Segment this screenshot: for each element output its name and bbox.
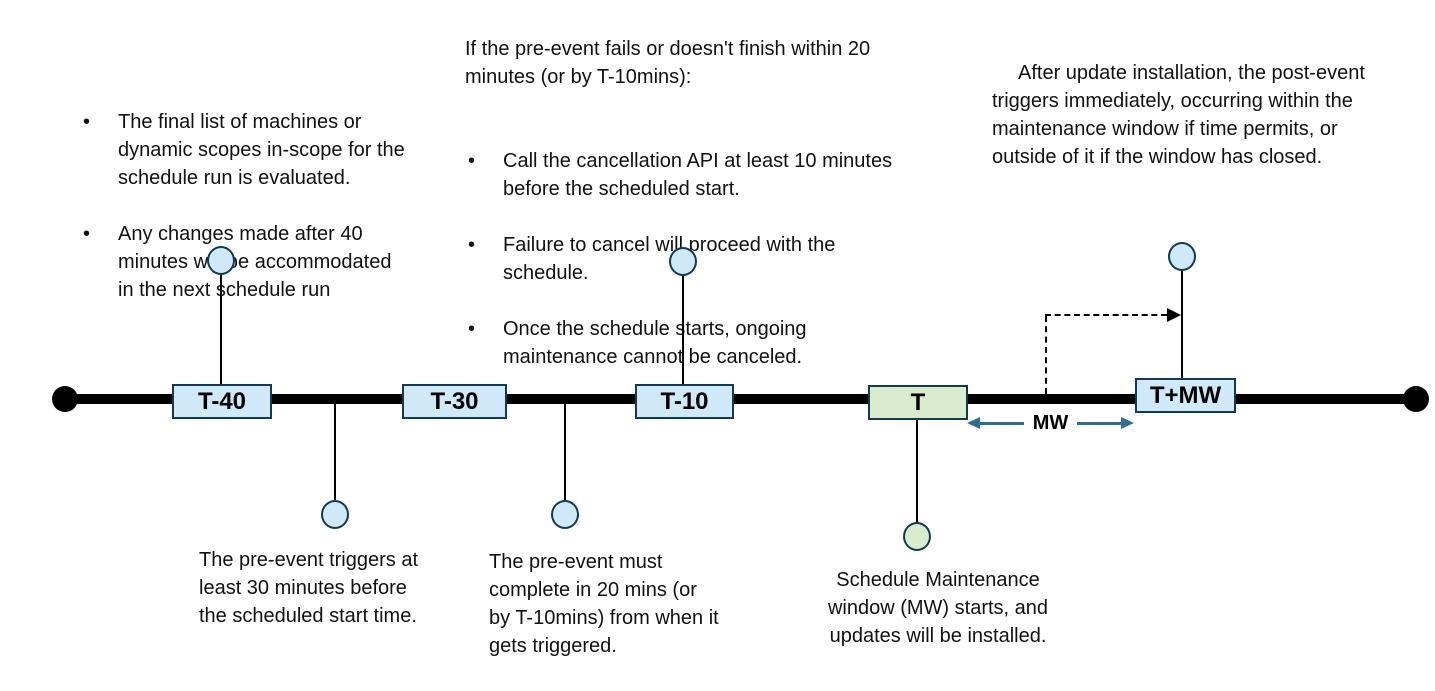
note-pre-event-complete: The pre-event must complete in 20 mins (… [489,551,719,657]
timeline-line [65,394,1417,404]
milestone-box-t: T [868,385,968,420]
bullet-item: Failure to cancel will proceed with the … [465,231,945,287]
dashed-arrow-horizontal-segment [1045,314,1167,316]
connector-above-t-plus-mw [1181,270,1183,378]
event-node-above-t-40 [207,246,235,275]
event-node-above-t-plus-mw [1168,242,1196,271]
bullet-item: Any changes made after 40 minutes will b… [80,220,420,304]
note-pre-event-trigger: The pre-event triggers at least 30 minut… [199,549,418,627]
note-post-event: After update installation, the post-even… [992,62,1365,168]
pre-event-failure-intro: If the pre-event fails or doesn't finish… [465,38,871,88]
connector-above-t-10 [682,275,684,384]
note-scope-evaluation: The final list of machines or dynamic sc… [80,52,420,360]
mw-arrow-segment [980,421,1024,425]
timeline-endpoint-right [1403,386,1429,412]
event-node-above-t-10 [669,247,697,276]
event-node-pre-event-trigger [321,500,349,529]
mw-span-arrow: MW [967,411,1135,435]
mw-arrowhead-left-icon [967,417,980,429]
connector-below-t [916,420,918,523]
bullet-item: Call the cancellation API at least 10 mi… [465,147,945,203]
event-node-pre-event-complete [551,500,579,529]
mw-arrowhead-right-icon [1121,417,1135,429]
dashed-arrowhead-icon [1167,308,1181,322]
bullet-item: The final list of machines or dynamic sc… [80,108,420,192]
note-pre-event-failure: If the pre-event fails or doesn't finish… [465,7,945,427]
milestone-box-t-40: T-40 [172,384,272,419]
milestone-box-t-30: T-30 [402,384,507,419]
milestone-box-t-10: T-10 [635,384,734,419]
scope-evaluation-bullet-list: The final list of machines or dynamic sc… [80,80,420,332]
milestone-box-t-plus-mw: T+MW [1135,378,1236,413]
note-maintenance-window: Schedule Maintenance window (MW) starts,… [827,569,1049,647]
bullet-item: Once the schedule starts, ongoing mainte… [465,315,945,371]
connector-below-pre-event-complete [564,404,566,501]
timeline-endpoint-left [52,386,78,412]
mw-span-label: MW [1032,412,1069,434]
connector-above-t-40 [220,274,222,384]
event-node-maintenance-start [903,522,931,551]
mw-arrow-segment [1077,421,1122,425]
pre-event-failure-bullet-list: Call the cancellation API at least 10 mi… [465,119,945,399]
dashed-arrow-vertical-segment [1045,316,1047,394]
connector-below-pre-event-trigger [334,404,336,501]
